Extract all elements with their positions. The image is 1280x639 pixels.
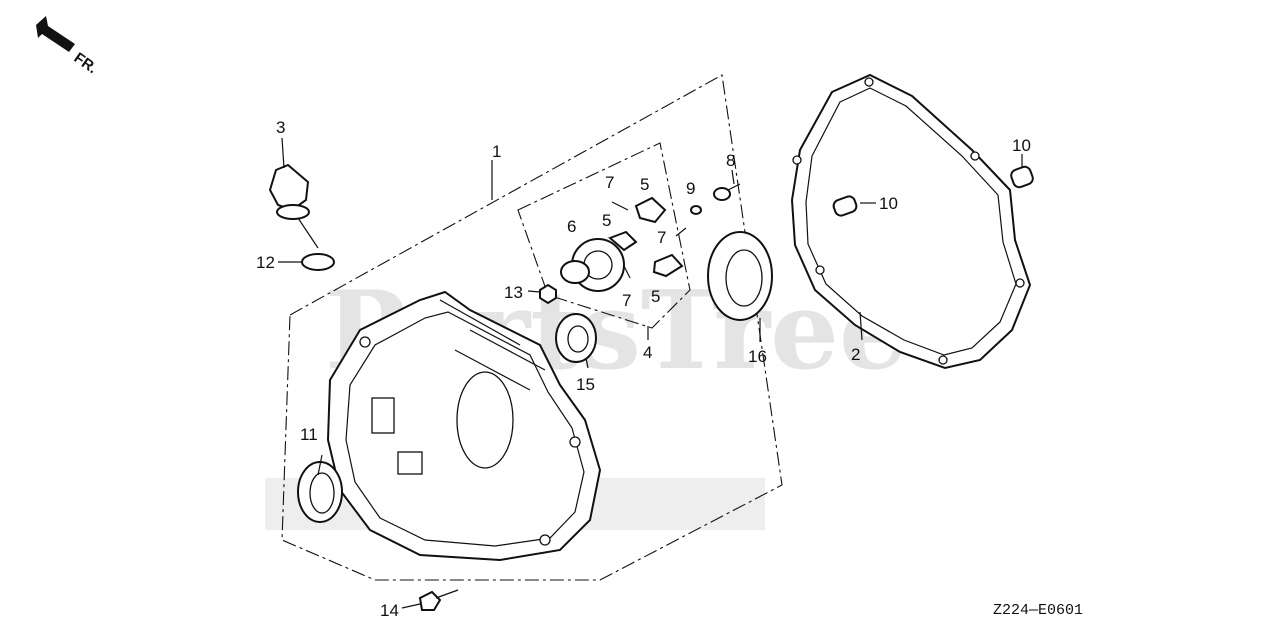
oil-filler-cap: [268, 163, 319, 249]
callout-9: 9: [686, 179, 695, 198]
o-ring: [301, 253, 335, 271]
callout-7b: 7: [657, 228, 666, 247]
callout-7c: 7: [622, 291, 631, 310]
callout-3: 3: [276, 118, 285, 137]
governor-pins: [611, 201, 687, 279]
callout-5a: 5: [640, 175, 649, 194]
callout-5c: 5: [651, 287, 660, 306]
callout-13: 13: [504, 283, 523, 302]
callout-10b: 10: [1012, 136, 1031, 155]
callout-10a: 10: [879, 194, 898, 213]
callout-4: 4: [643, 343, 652, 362]
dowel-pins: [832, 165, 1034, 217]
washer: [690, 205, 702, 215]
callout-5b: 5: [602, 211, 611, 230]
callout-11: 11: [300, 425, 318, 444]
crankcase-cover: [326, 290, 602, 562]
callout-8: 8: [726, 151, 735, 170]
callout-1: 1: [492, 142, 501, 161]
callout-15: 15: [576, 375, 595, 394]
arrow-left-up-icon: [36, 16, 75, 52]
governor-weights: [608, 196, 684, 278]
oil-seal: [297, 461, 343, 523]
callout-6: 6: [567, 217, 576, 236]
leader-lines: [278, 137, 1023, 609]
callout-14: 14: [380, 601, 399, 620]
small-bearing: [555, 313, 597, 363]
small-bolt: [713, 183, 741, 201]
direction-label: FR.: [71, 49, 101, 77]
nut: [539, 283, 557, 305]
large-bearing: [707, 231, 773, 321]
callout-12: 12: [256, 253, 275, 272]
assembly-boundary-1: [281, 74, 783, 581]
gasket: [790, 73, 1032, 370]
drawing-code: Z224—E0601: [993, 602, 1083, 619]
flange-bolt: [418, 589, 459, 611]
assembly-boundary-4: [517, 142, 691, 329]
governor-gear: [560, 238, 625, 292]
callout-2: 2: [851, 345, 860, 364]
callout-7a: 7: [605, 173, 614, 192]
callout-16: 16: [748, 347, 767, 366]
